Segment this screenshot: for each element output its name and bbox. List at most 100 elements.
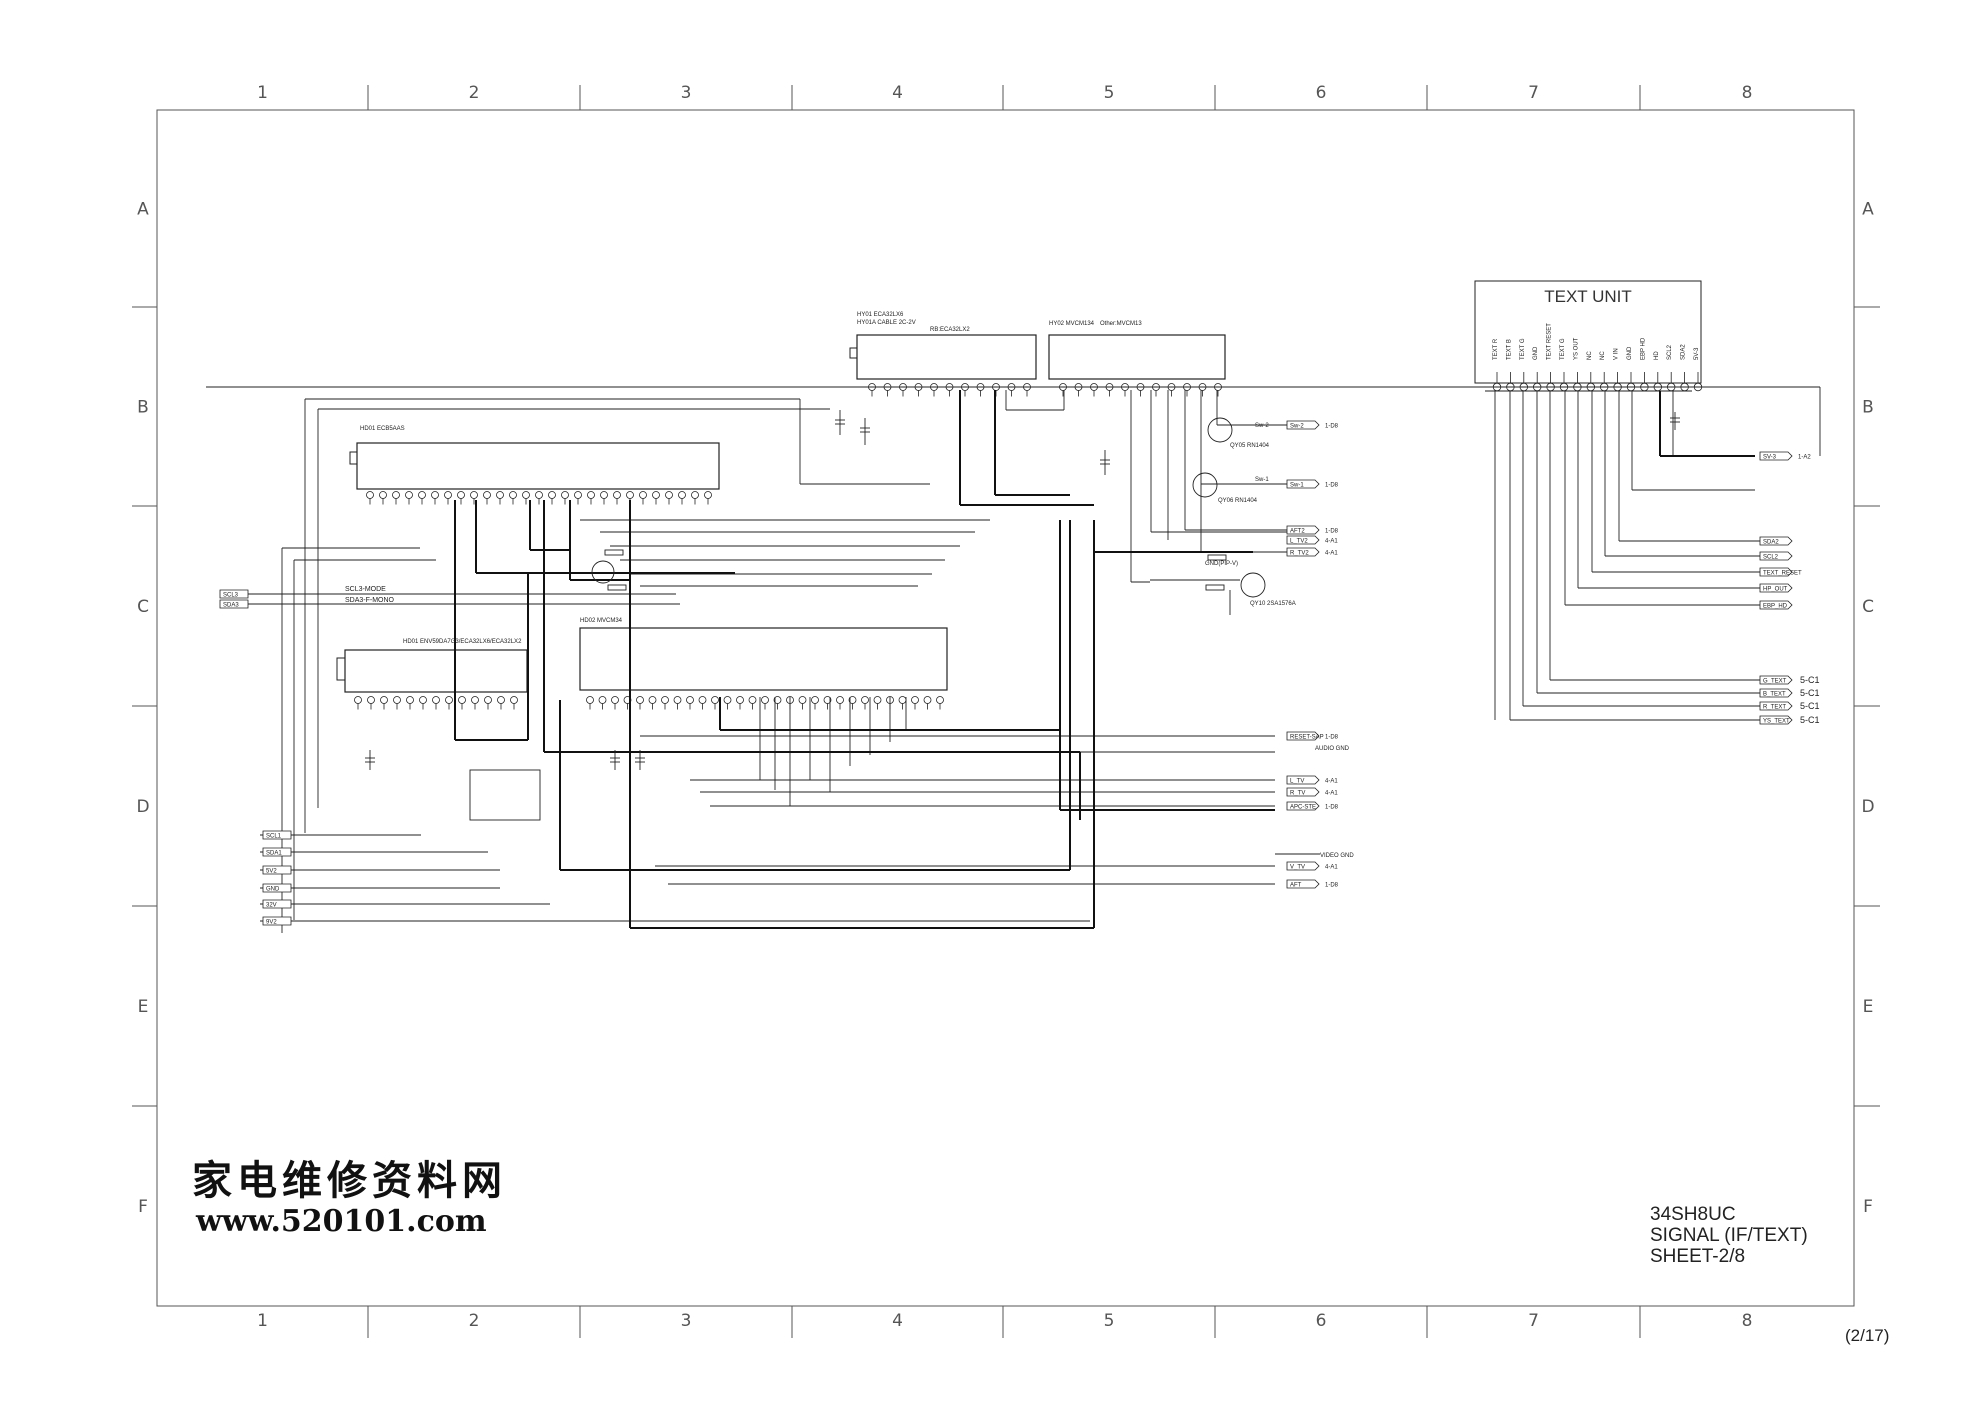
ic-pin [698, 696, 707, 704]
wiring-thick [454, 390, 1755, 929]
label-hd01: HD01 ECB5AAS [360, 426, 405, 432]
signal-tag [1759, 701, 1793, 711]
zone-row-left: C [137, 597, 149, 617]
signal-tag [1286, 731, 1320, 741]
ic-pin [393, 696, 401, 704]
signal-tag [1759, 688, 1793, 698]
ic-pin [652, 491, 660, 499]
ic-pin [873, 696, 882, 704]
signal-tag-label: APC-STE [1290, 805, 1316, 811]
ic-pin [648, 696, 657, 704]
ic-pin [470, 491, 478, 499]
signal-tag-dest: 1-D8 [1325, 735, 1339, 741]
wiring-thin [206, 386, 1821, 933]
signal-tag-dest: 1-D8 [1325, 424, 1339, 430]
ic-pin [367, 696, 375, 704]
ic-pin [691, 491, 699, 499]
signal-tag [262, 847, 292, 857]
signal-tag [1286, 787, 1320, 797]
label-gnd-pip: GND(PIP-V) [1205, 561, 1238, 567]
model-number: 34SH8UC [1650, 1204, 1736, 1225]
zone-col-bottom: 6 [1316, 1311, 1327, 1331]
transistor-qy10 [1240, 572, 1266, 598]
text-unit-pin-label: TEXT G [1520, 338, 1526, 360]
sheet-number: SHEET-2/8 [1650, 1246, 1746, 1267]
zone-row-left: B [137, 398, 149, 418]
zone-row-right: E [1863, 997, 1874, 1017]
signal-tag [219, 599, 249, 609]
signal-tag-label: 5V2 [266, 869, 277, 875]
zone-col-top: 5 [1104, 83, 1115, 103]
ic-pin [366, 491, 374, 499]
zone-col-top: 3 [681, 83, 692, 103]
ic-pin [457, 491, 465, 499]
signal-tag-label: SDA2 [1763, 540, 1779, 546]
signal-tag-label: SCL2 [1763, 555, 1779, 561]
ic-pin [673, 696, 682, 704]
tuner-hy02 [1048, 334, 1226, 397]
signal-tag-dest: 1-D8 [1325, 883, 1339, 889]
signal-tag [1286, 879, 1320, 889]
text-output-dest: 5-C1 [1800, 715, 1820, 725]
ic-pin [686, 696, 694, 704]
signal-tag-label: GND [266, 887, 280, 893]
text-unit-pin-label: SDA2 [1681, 344, 1687, 360]
text-unit-pin-label: TEXT B [1506, 339, 1512, 360]
ic-pin [471, 696, 479, 704]
label-sw1: Sw-1 [1255, 477, 1269, 483]
transistor-qy06 [1192, 472, 1218, 498]
schematic-labels: HY01 ECA32LX6 HY01A CABLE 2C-2V RB:ECA32… [345, 312, 1354, 859]
ic-pin [405, 491, 413, 499]
signal-tag [1286, 420, 1320, 430]
zone-row-right: D [1861, 797, 1874, 817]
signal-tag-dest: 1-D8 [1325, 805, 1339, 811]
ic-hd02 [579, 627, 948, 710]
ic-pin [522, 491, 530, 499]
ic-pin [836, 696, 844, 704]
ic-pin [761, 696, 769, 704]
label-sda3-f-mono: SDA3-F-MONO [345, 597, 395, 604]
signal-tag-dest: 4-A1 [1325, 779, 1338, 785]
zone-col-bottom: 2 [469, 1311, 480, 1331]
text-unit-pin-label: GND [1533, 346, 1539, 360]
label-hy02: HY02 MVCM134 [1049, 321, 1095, 327]
signal-tag-label: TEXT_RESET [1763, 571, 1802, 577]
ic-pin [444, 491, 452, 499]
signal-tag [262, 883, 292, 893]
text-unit-pin-label: NC [1587, 351, 1593, 360]
zone-row-left: E [138, 997, 149, 1017]
ic-pin [406, 696, 414, 704]
ic-pin [636, 696, 644, 704]
label-hy01a: HY01A CABLE 2C-2V [857, 320, 916, 326]
label-video-gnd: VIDEO GND [1320, 853, 1354, 859]
text-unit-pin-label: 5V-3 [1694, 347, 1700, 360]
ic-pin [600, 491, 608, 499]
signal-tag-label: R_TV [1290, 791, 1305, 797]
ic-pin [418, 491, 426, 499]
signal-tag [1286, 801, 1320, 811]
signal-tag [262, 916, 292, 926]
label-hy01b: RB:ECA32LX2 [930, 327, 970, 333]
switch-block [469, 769, 541, 821]
label-sw2: Sw-2 [1255, 423, 1269, 429]
signal-tag [1286, 861, 1320, 871]
ic-pin [548, 491, 556, 499]
signal-tag [1759, 451, 1793, 461]
text-output-dest: 5-C1 [1800, 701, 1820, 711]
ic-hd01 [349, 442, 720, 505]
signal-tag-label: SDA1 [266, 851, 282, 857]
label-hd02: HD02 MVCM34 [580, 618, 623, 624]
ic-pin [639, 491, 647, 499]
text-unit-pin-label: V IN [1614, 348, 1620, 360]
ic-pin [898, 696, 907, 704]
zone-row-right: C [1862, 597, 1874, 617]
title-block: 34SH8UC SIGNAL (IF/TEXT) SHEET-2/8 [1650, 1204, 1808, 1267]
ic-pin [510, 696, 518, 704]
zone-col-top: 4 [892, 83, 903, 103]
text-unit-pin-label: TEXT RESET [1547, 323, 1553, 360]
components [365, 410, 1680, 821]
signal-tag-label: YS_TEXT [1763, 719, 1790, 725]
ic-pin [613, 491, 621, 499]
